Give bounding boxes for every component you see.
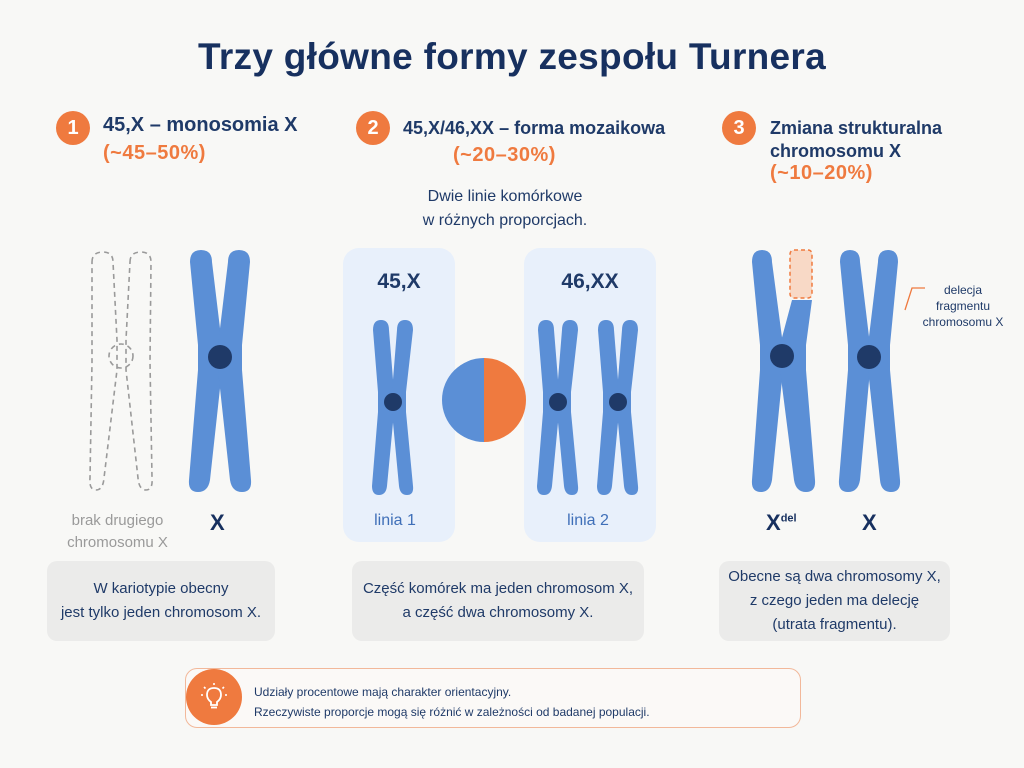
form-2-subtitle-line-1: Dwie linie komórkowe (427, 188, 583, 205)
lightbulb-icon (186, 669, 242, 725)
chromosome-line-2-b (597, 320, 639, 495)
step-3-badge: 3 (722, 111, 756, 145)
form-2-percent: (~20–30%) (453, 144, 556, 166)
xdel-letter: X (766, 510, 781, 535)
form-3-heading-line-2: chromosomu X (770, 141, 902, 161)
footnote-line-1: Udziały procentowe mają charakter orient… (254, 685, 512, 699)
form-3-xdel-label: Xdel (766, 510, 797, 536)
line-1-karyotype: 45,X (377, 270, 421, 293)
form-2-subtitle-line-2: w różnych proporcjach. (422, 212, 588, 229)
missing-label-line-2: chromosomu X (67, 534, 168, 551)
annotation-line-3: chromosomu X (922, 315, 1004, 329)
deleted-fragment (789, 249, 813, 299)
footnote-line-2: Rzeczywiste proporcje mogą się różnić w … (254, 705, 650, 719)
x-chromosome-deletion (751, 249, 816, 492)
x-chromosome-normal (838, 250, 901, 492)
form-2-description: Część komórek ma jeden chromosom X, a cz… (352, 561, 644, 641)
form-1-desc-line-1: W kariotypie obecny (93, 580, 229, 597)
step-1-badge: 1 (56, 111, 90, 145)
form-1-percent: (~45–50%) (103, 142, 206, 164)
deletion-annotation: delecja fragmentu chromosomu X (908, 282, 1018, 330)
deletion-pointer (904, 287, 925, 311)
annotation-line-1: delecja (943, 283, 983, 297)
footnote-text: Udziały procentowe mają charakter orient… (254, 682, 650, 722)
form-2-heading: 45,X/46,XX – forma mozaikowa (403, 118, 666, 138)
missing-chromosome-label: brak drugiego chromosomu X (50, 510, 185, 554)
form-3-percent: (~10–20%) (770, 162, 873, 184)
proportion-pie-chart (442, 358, 526, 442)
form-1-description: W kariotypie obecny jest tylko jeden chr… (47, 561, 275, 641)
form-3-description: Obecne są dwa chromosomy X, z czego jede… (719, 561, 950, 641)
form-1-heading: 45,X – monosomia X (103, 114, 298, 136)
step-2-badge: 2 (356, 111, 390, 145)
page-title: Trzy główne formy zespołu Turnera (197, 36, 827, 77)
footnote-box (185, 668, 801, 728)
line-1-label: linia 1 (374, 512, 416, 529)
form-1-x-label: X (210, 510, 225, 535)
form-2-subtitle: Dwie linie komórkowe w różnych proporcja… (380, 185, 630, 233)
form-3-desc-line-1: Obecne są dwa chromosomy X, (728, 568, 941, 585)
form-1-desc-line-2: jest tylko jeden chromosom X. (60, 604, 262, 621)
annotation-line-2: fragmentu (935, 299, 991, 313)
line-2-karyotype: 46,XX (561, 270, 619, 293)
chromosome-line-2-a (537, 320, 579, 495)
form-3-x-label: X (862, 510, 877, 535)
form-3-desc-line-3: (utrata fragmentu). (772, 616, 897, 633)
line-2-label: linia 2 (567, 512, 609, 529)
missing-chromosome-outline (89, 251, 153, 491)
x-chromosome-form-1 (188, 250, 252, 492)
form-2-desc-line-1: Część komórek ma jeden chromosom X, (362, 580, 634, 597)
chromosome-line-1 (372, 320, 414, 495)
form-3-desc-line-2: z czego jeden ma delecję (749, 592, 920, 609)
form-3-heading-line-1: Zmiana strukturalna (770, 118, 943, 138)
missing-label-line-1: brak drugiego (71, 512, 164, 529)
xdel-superscript: del (780, 512, 797, 525)
form-2-desc-line-2: a część dwa chromosomy X. (402, 604, 594, 621)
